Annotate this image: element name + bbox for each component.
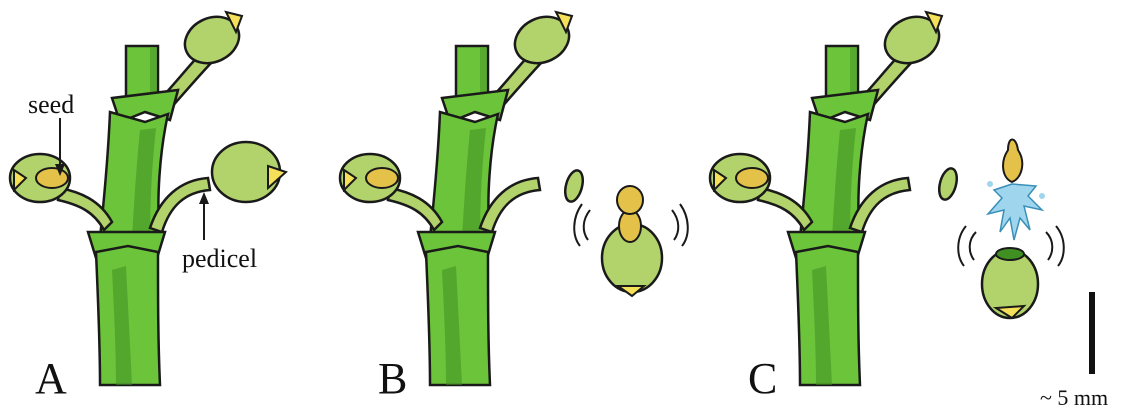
water-jet: [987, 181, 1045, 240]
panel-a: seed pedicel A: [10, 8, 286, 403]
scale-bar: ~ 5 mm: [1040, 292, 1108, 410]
opened-fruit: [982, 248, 1038, 318]
ejected-seed: [1003, 140, 1022, 183]
detached-fruit: [602, 186, 662, 296]
pedicel-label: pedicel: [182, 244, 257, 273]
scale-bar-label: ~ 5 mm: [1040, 385, 1108, 410]
panel-c: C: [710, 8, 1064, 403]
panel-letter-b: B: [378, 354, 407, 403]
intact-fruit: [212, 142, 286, 202]
panel-letter-a: A: [35, 354, 67, 403]
seed-label: seed: [28, 90, 74, 119]
panel-b: B: [340, 8, 688, 403]
panel-letter-c: C: [748, 354, 777, 403]
